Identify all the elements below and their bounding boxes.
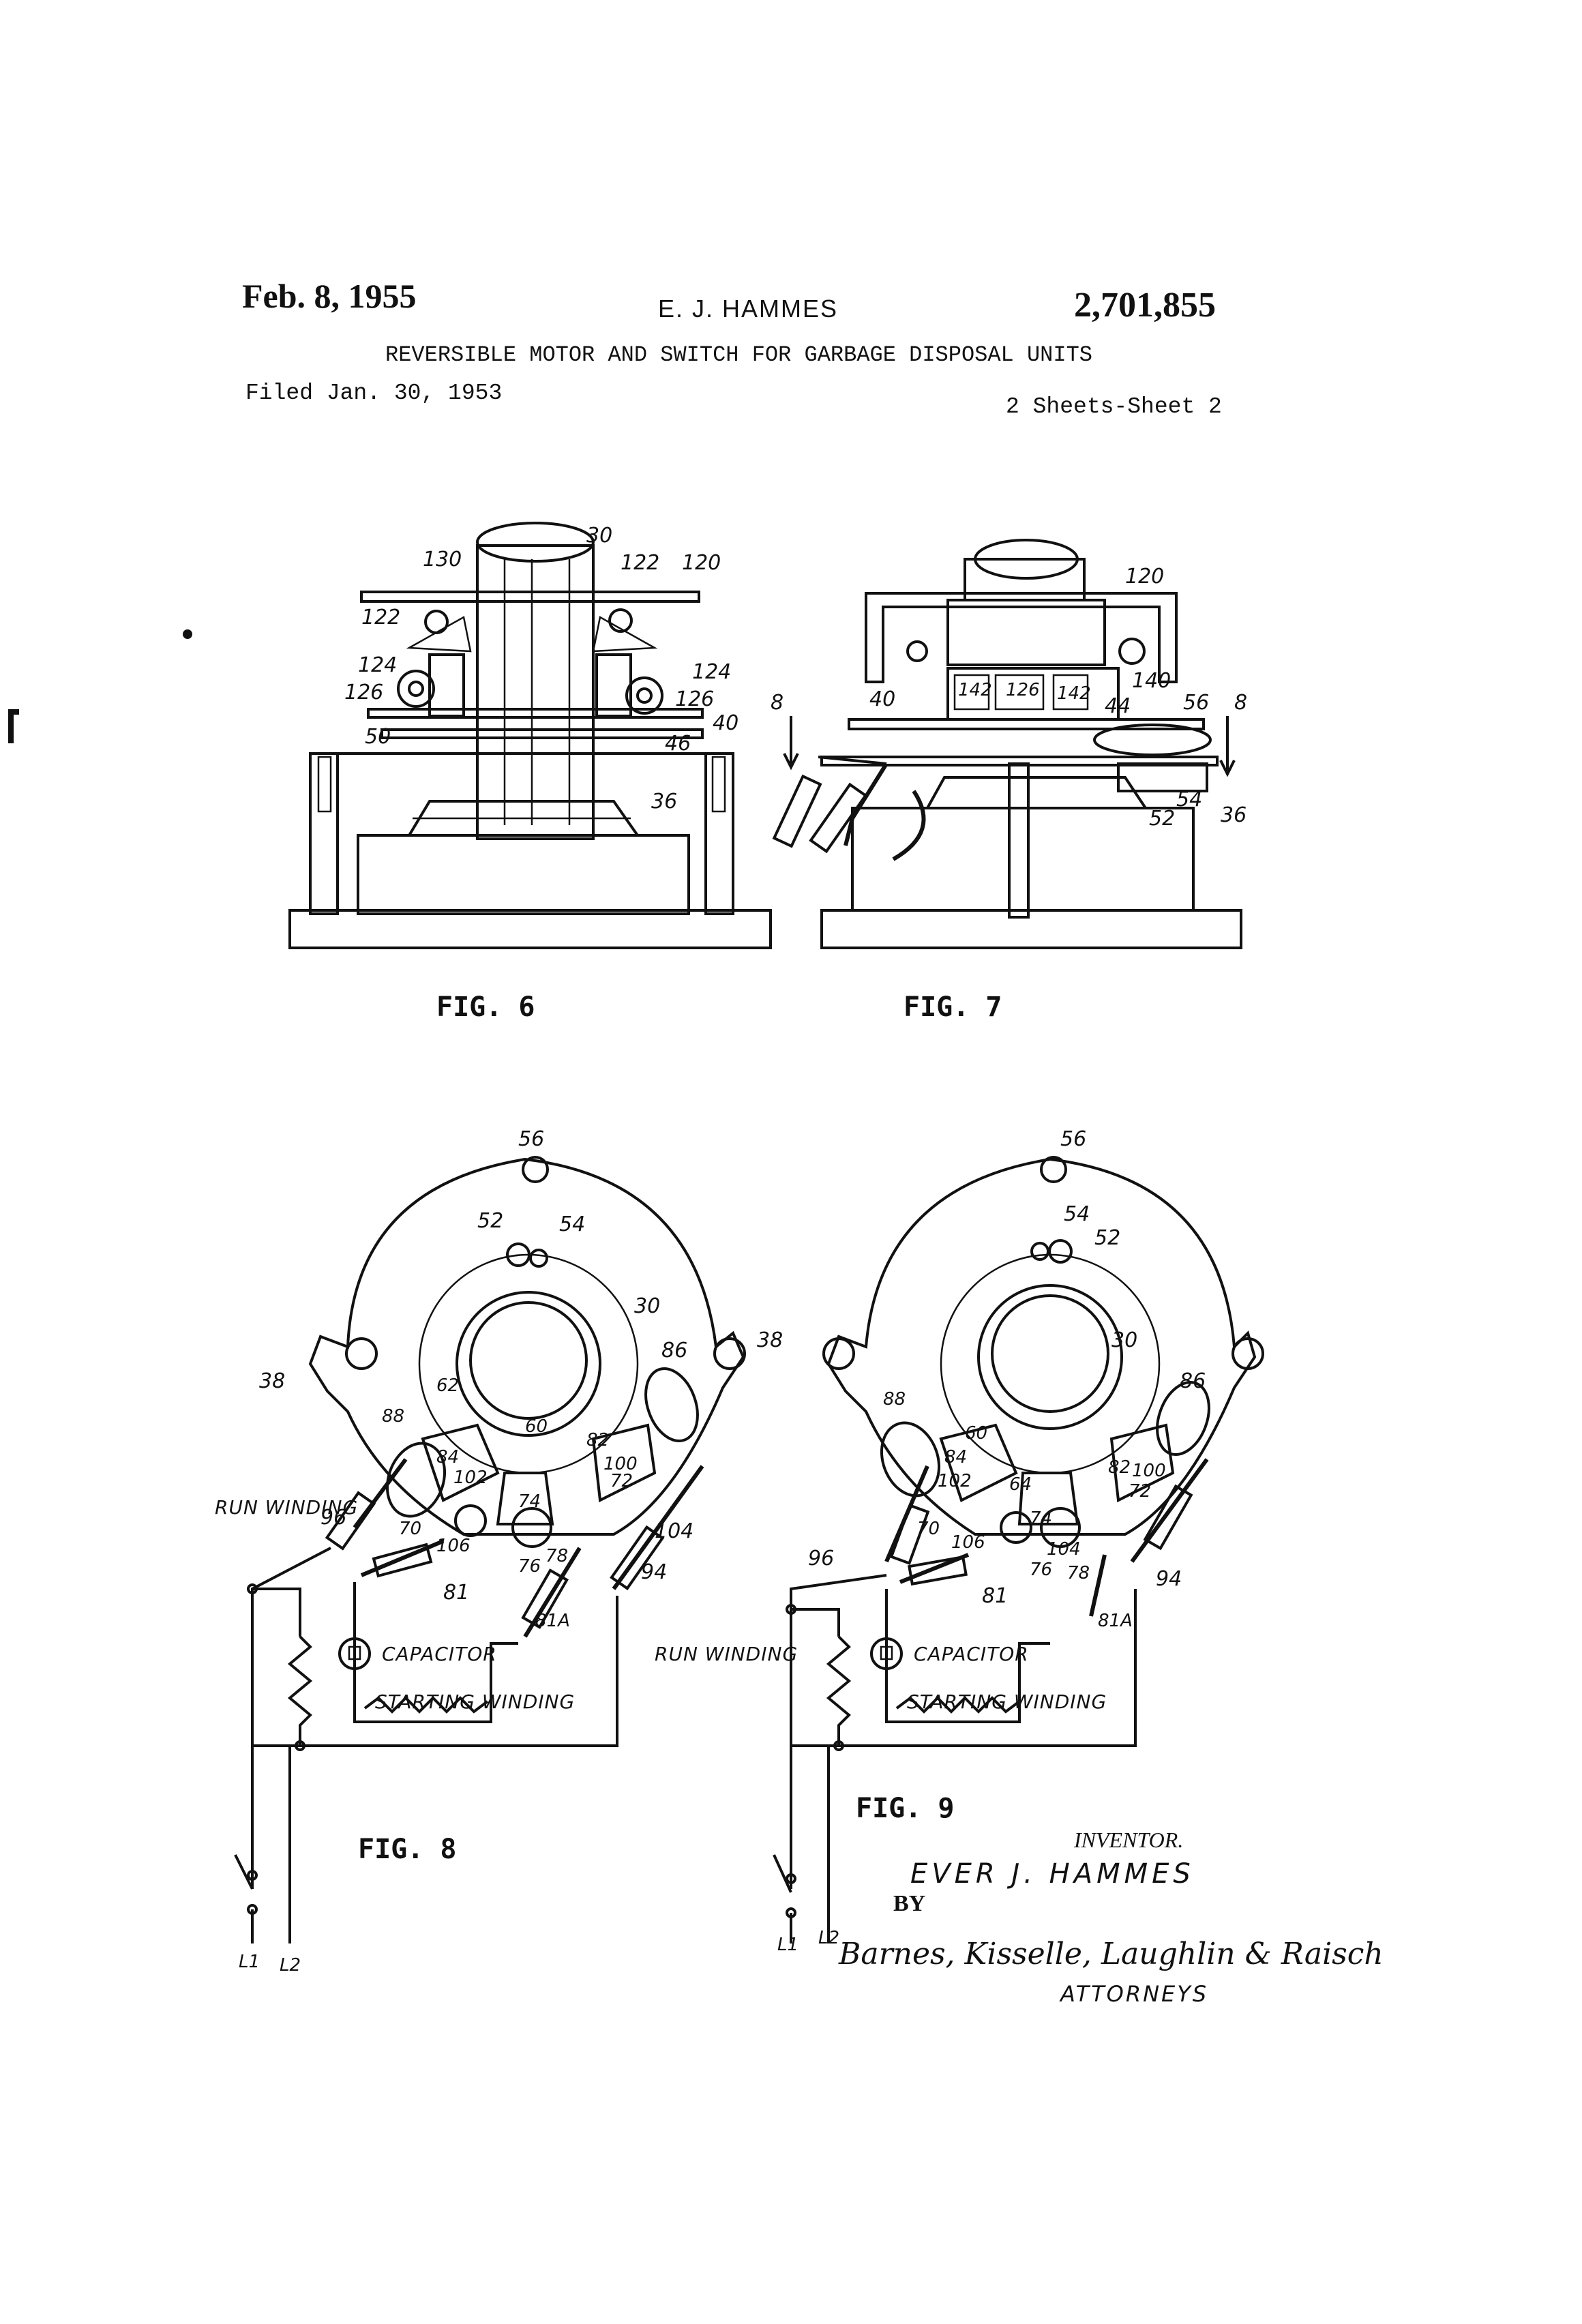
fig7-label-142-right: 142 xyxy=(1057,683,1091,704)
fig9-label-72: 72 xyxy=(1129,1481,1151,1502)
fig9-run-winding: RUN WINDING xyxy=(655,1643,798,1665)
figure-7: 120 142 126 142 140 8 40 44 56 8 54 52 3… xyxy=(771,540,1247,1023)
fig9-label-106: 106 xyxy=(951,1532,985,1553)
fig6-label-120: 120 xyxy=(682,551,721,575)
fig9-label-102: 102 xyxy=(938,1471,972,1491)
fig6-label-40: 40 xyxy=(713,711,738,735)
fig6-label-122-right: 122 xyxy=(621,551,659,575)
attorneys-label: ATTORNEYS xyxy=(1060,1981,1208,2007)
fig9-label-96: 96 xyxy=(808,1547,834,1570)
fig9-label-84: 84 xyxy=(944,1447,967,1468)
fig8-label-60: 60 xyxy=(525,1416,548,1437)
fig9-label-82: 82 xyxy=(1108,1457,1131,1478)
fig7-label-36: 36 xyxy=(1221,803,1247,827)
margin-mark xyxy=(8,709,19,743)
fig6-label-122-left: 122 xyxy=(361,606,400,629)
fig6-label-124-left: 124 xyxy=(358,653,397,677)
fig6-label-124-right: 124 xyxy=(692,660,731,684)
fig8-capacitor: CAPACITOR xyxy=(382,1643,497,1665)
by-label: BY xyxy=(893,1891,925,1917)
fig8-label-88: 88 xyxy=(382,1406,404,1427)
fig9-label-88: 88 xyxy=(883,1389,906,1410)
fig8-label-106: 106 xyxy=(436,1536,471,1556)
fig7-caption: FIG. 7 xyxy=(904,992,1002,1023)
inventor-label: INVENTOR. xyxy=(1074,1828,1183,1853)
fig8-starting-winding: STARTING WINDING xyxy=(375,1690,575,1713)
fig9-label-L1: L1 xyxy=(777,1935,799,1955)
fig8-label-72: 72 xyxy=(610,1471,633,1491)
fig6-label-130: 130 xyxy=(423,548,462,571)
fig8-label-102: 102 xyxy=(453,1468,488,1488)
fig7-label-54: 54 xyxy=(1176,788,1202,811)
fig9-label-38: 38 xyxy=(757,1328,783,1352)
fig9-label-86: 86 xyxy=(1180,1369,1206,1393)
figure-6: 130 30 122 120 122 124 126 50 124 126 40… xyxy=(290,523,771,1023)
fig7-label-44: 44 xyxy=(1105,694,1131,718)
fig9-label-81A: 81A xyxy=(1098,1611,1133,1631)
fig6-label-126-right: 126 xyxy=(675,687,714,711)
fig6-label-50: 50 xyxy=(365,725,391,749)
margin-speck xyxy=(183,629,192,639)
fig8-caption: FIG. 8 xyxy=(358,1834,457,1865)
attorneys-signature: Barnes, Kisselle, Laughlin & Raisch xyxy=(839,1937,1384,1971)
fig9-label-70: 70 xyxy=(917,1519,940,1539)
fig9-label-76: 76 xyxy=(1030,1560,1052,1580)
fig8-label-78: 78 xyxy=(546,1546,568,1566)
fig8-label-56: 56 xyxy=(518,1127,544,1151)
fig9-label-L2: L2 xyxy=(818,1928,839,1948)
fig9-label-104: 104 xyxy=(1047,1539,1081,1560)
fig7-label-56: 56 xyxy=(1183,691,1209,715)
fig6-label-36: 36 xyxy=(651,790,677,814)
fig8-label-76: 76 xyxy=(518,1556,541,1577)
fig8-label-81A: 81A xyxy=(535,1611,570,1631)
fig8-run-winding: RUN WINDING xyxy=(215,1496,358,1519)
fig9-label-81: 81 xyxy=(982,1584,1008,1608)
fig9-label-100: 100 xyxy=(1132,1461,1166,1481)
fig8-label-74: 74 xyxy=(518,1491,541,1512)
fig9-label-54: 54 xyxy=(1064,1202,1090,1226)
fig8-label-81: 81 xyxy=(443,1581,469,1605)
fig7-label-120: 120 xyxy=(1125,565,1164,589)
fig7-label-40: 40 xyxy=(869,687,895,711)
fig9-capacitor: CAPACITOR xyxy=(914,1643,1029,1665)
fig6-caption: FIG. 6 xyxy=(436,992,535,1023)
fig9-caption: FIG. 9 xyxy=(856,1793,955,1824)
fig9-label-94: 94 xyxy=(1156,1567,1182,1591)
fig8-label-86: 86 xyxy=(661,1339,687,1362)
fig8-label-52: 52 xyxy=(477,1209,503,1233)
fig8-label-54: 54 xyxy=(559,1212,585,1236)
fig7-section-8-right: 8 xyxy=(1234,691,1247,715)
fig7-label-142-left: 142 xyxy=(958,680,992,700)
fig9-label-60: 60 xyxy=(965,1423,987,1444)
fig6-label-126-left: 126 xyxy=(344,681,383,704)
fig9-label-64: 64 xyxy=(1009,1474,1032,1495)
fig6-label-30: 30 xyxy=(586,524,612,548)
fig9-starting-winding: STARTING WINDING xyxy=(907,1690,1107,1713)
fig8-label-30: 30 xyxy=(634,1294,660,1318)
fig7-label-52: 52 xyxy=(1149,807,1175,831)
fig9-label-52: 52 xyxy=(1094,1226,1120,1250)
fig7-section-8-left: 8 xyxy=(771,691,783,715)
fig8-label-104: 104 xyxy=(655,1519,693,1543)
fig7-label-140: 140 xyxy=(1132,669,1171,693)
fig8-label-62: 62 xyxy=(436,1375,459,1396)
fig8-label-38-left: 38 xyxy=(259,1369,285,1393)
fig7-label-126: 126 xyxy=(1006,680,1040,700)
fig9-label-56: 56 xyxy=(1060,1127,1086,1151)
fig8-label-94: 94 xyxy=(641,1560,667,1584)
fig8-label-82: 82 xyxy=(586,1430,609,1450)
inventor-name: EVER J. HAMMES xyxy=(910,1858,1195,1890)
fig6-label-46: 46 xyxy=(665,732,691,756)
fig9-label-30: 30 xyxy=(1111,1328,1137,1352)
figure-8: 56 52 54 30 38 86 62 88 60 84 82 102 100… xyxy=(215,1127,745,1976)
fig8-label-L1: L1 xyxy=(239,1952,260,1972)
fig8-label-70: 70 xyxy=(399,1519,421,1539)
fig9-label-74: 74 xyxy=(1030,1508,1052,1529)
fig8-label-L2: L2 xyxy=(280,1955,301,1976)
fig8-label-84: 84 xyxy=(436,1447,459,1468)
fig9-label-78: 78 xyxy=(1067,1563,1090,1583)
